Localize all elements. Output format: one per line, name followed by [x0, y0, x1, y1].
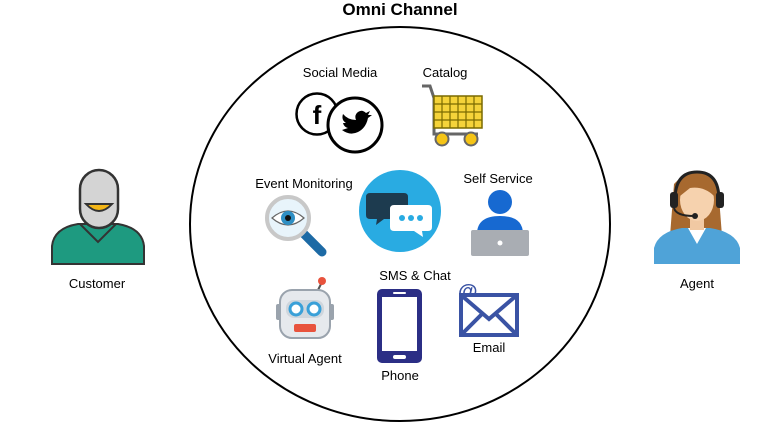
social-media-label: Social Media — [302, 65, 378, 80]
sms-chat-label: SMS & Chat — [379, 268, 451, 283]
magnifier-eye-icon — [265, 195, 327, 257]
shopping-cart-icon — [422, 84, 483, 147]
event-monitoring-label: Event Monitoring — [255, 176, 353, 191]
laptop-user-icon — [471, 190, 529, 256]
email-label: Email — [472, 340, 506, 355]
chat-bubbles-icon — [359, 170, 441, 252]
agent-label: Agent — [680, 276, 714, 291]
mobile-phone-icon — [377, 289, 422, 363]
robot-icon — [276, 277, 334, 339]
svg-text:f: f — [313, 100, 322, 130]
twitter-icon — [326, 96, 384, 154]
diagram-title: Omni Channel — [342, 0, 458, 19]
catalog-label: Catalog — [422, 65, 468, 80]
phone-label: Phone — [381, 368, 419, 383]
agent-icon — [654, 170, 740, 264]
self-service-label: Self Service — [463, 171, 533, 186]
customer-icon — [51, 168, 145, 265]
virtual-agent-label: Virtual Agent — [268, 351, 342, 366]
email-envelope-icon: @ — [458, 281, 519, 337]
customer-label: Customer — [68, 276, 126, 291]
